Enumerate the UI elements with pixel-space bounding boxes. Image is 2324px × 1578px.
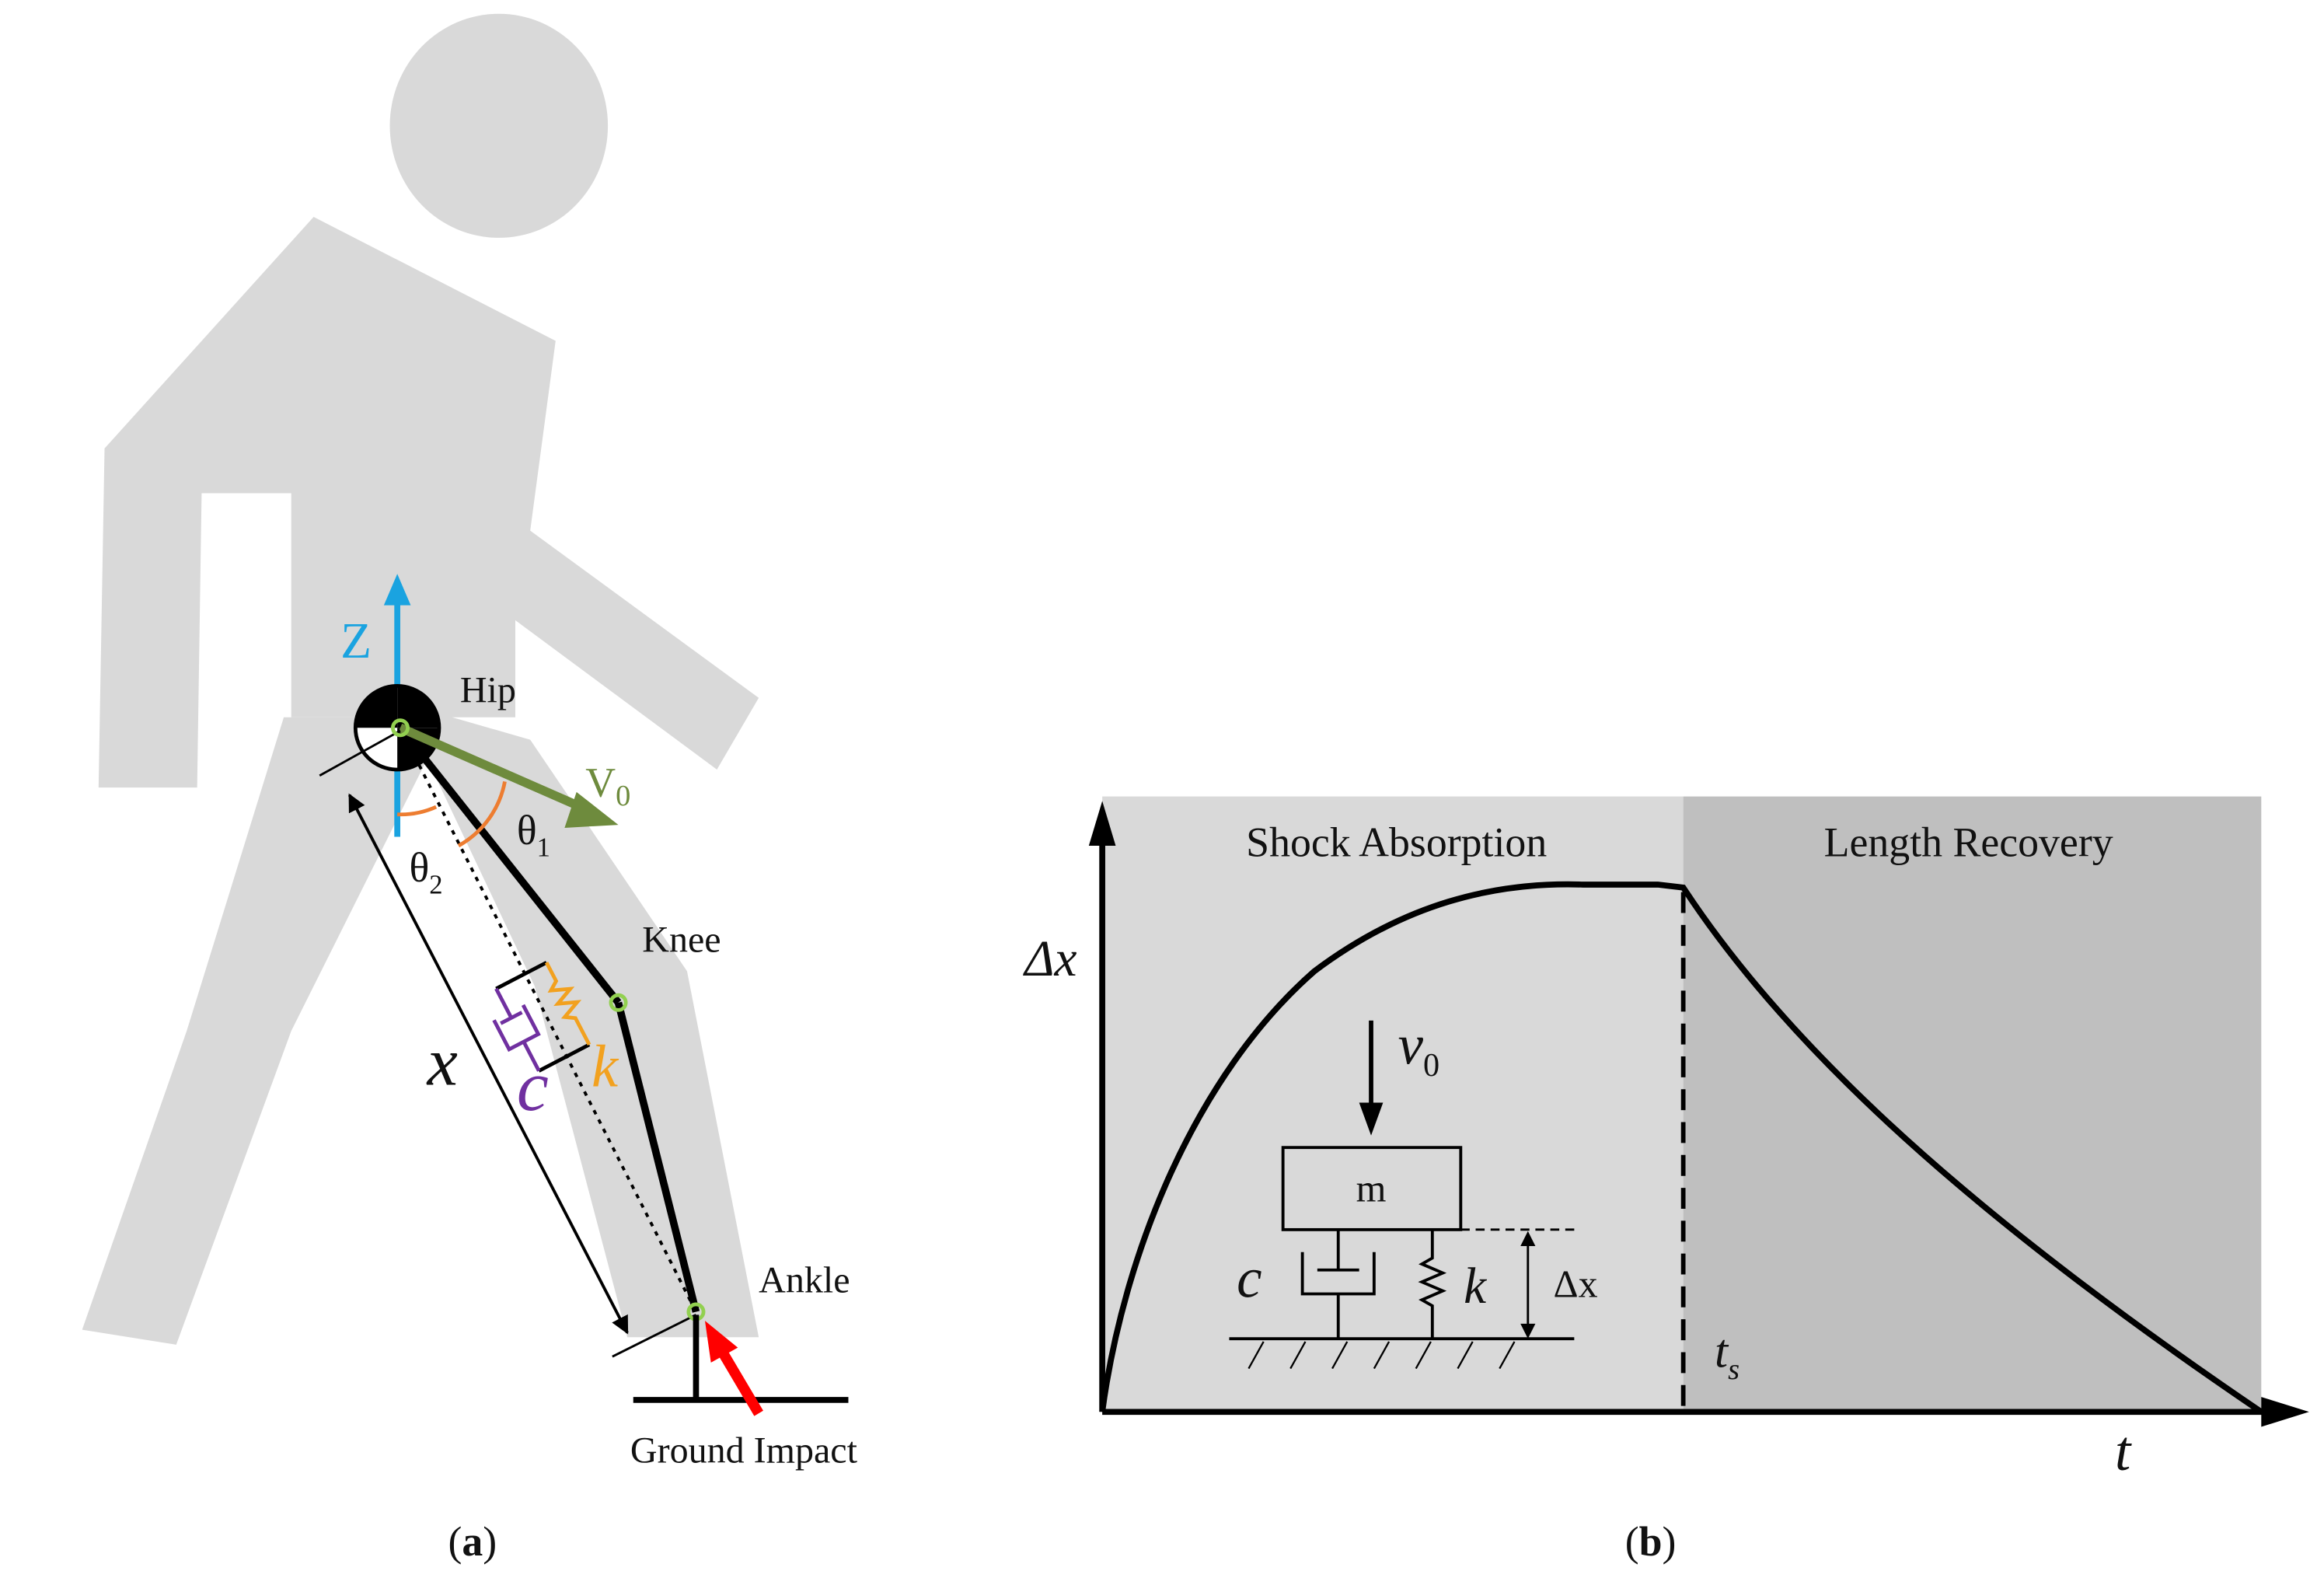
ankle-label: Ankle xyxy=(759,1260,850,1301)
velocity-label: V0 xyxy=(585,759,630,813)
theta2-label: θ2 xyxy=(410,844,443,899)
y-axis-label: Δx xyxy=(1022,931,1077,987)
delta-arrow-bottom xyxy=(1520,1323,1536,1339)
phase-length-recovery-label: Length Recovery xyxy=(1824,819,2113,865)
z-axis-label: Z xyxy=(340,613,372,669)
impact-arrowhead xyxy=(704,1321,738,1363)
x-axis-label: t xyxy=(2115,1419,2132,1482)
spring-label: k xyxy=(591,1033,619,1099)
inset-damper-label: c xyxy=(1237,1246,1261,1309)
panel-a-caption: (a) xyxy=(448,1518,497,1565)
shank-segment xyxy=(614,1001,700,1313)
length-extension-bottom xyxy=(612,1314,697,1358)
panel-b: Shock Absorption Length Recovery ts Δx t… xyxy=(1022,796,2309,1565)
mass-block xyxy=(1281,1146,1463,1231)
damper-label: c xyxy=(517,1046,549,1126)
damper-spring-model xyxy=(492,961,591,1073)
ts-label: ts xyxy=(1715,1325,1740,1386)
z-axis-arrowhead xyxy=(383,574,411,606)
damper-element xyxy=(492,987,541,1072)
impact-arrow-line xyxy=(715,1345,763,1416)
panel-b-caption: (b) xyxy=(1625,1518,1677,1565)
mass-label: m xyxy=(1356,1166,1387,1210)
length-label: x xyxy=(426,1024,458,1100)
hip-label: Hip xyxy=(460,670,516,711)
hip-joint-quadrant-1 xyxy=(355,686,398,728)
model-bottom-bar xyxy=(538,1042,591,1073)
spring-element xyxy=(544,962,591,1046)
length-dimension-arrow xyxy=(347,793,629,1335)
panel-a: Z V0 θ1 θ2 Hip Knee Ankle x xyxy=(82,13,858,1565)
inset-spring-label: k xyxy=(1464,1259,1487,1314)
v0-label: v0 xyxy=(1398,1014,1440,1084)
hip-joint-quadrant-2 xyxy=(397,686,439,728)
inset-damper xyxy=(1300,1229,1376,1339)
hip-joint-marker xyxy=(390,718,410,738)
torso-arm-shape xyxy=(98,217,759,788)
delta-label: Δx xyxy=(1553,1262,1597,1305)
back-leg-shape xyxy=(82,717,448,1345)
theta2-arc xyxy=(397,805,438,817)
inset-ground-hatching xyxy=(1247,1341,1516,1370)
length-extension-top xyxy=(319,729,401,777)
y-axis-arrowhead xyxy=(1088,801,1116,847)
knee-joint-marker xyxy=(609,993,628,1012)
x-axis-arrowhead xyxy=(2261,1397,2309,1427)
phase-shock-absorption-label: Shock Absorption xyxy=(1246,819,1547,865)
phase-shock-absorption-bg xyxy=(1102,796,1684,1412)
ground-impact-label: Ground Impact xyxy=(630,1430,858,1472)
inset-spring xyxy=(1418,1229,1447,1339)
model-top-bar xyxy=(495,961,548,991)
phase-length-recovery-bg xyxy=(1683,796,2262,1412)
displacement-curve xyxy=(1099,881,2263,1415)
v0-arrowhead xyxy=(1359,1102,1384,1136)
delta-arrow-top xyxy=(1520,1231,1536,1247)
knee-label: Knee xyxy=(642,919,721,960)
msd-inset: v0 m c k xyxy=(1229,1014,1598,1370)
head-shape xyxy=(389,13,609,238)
